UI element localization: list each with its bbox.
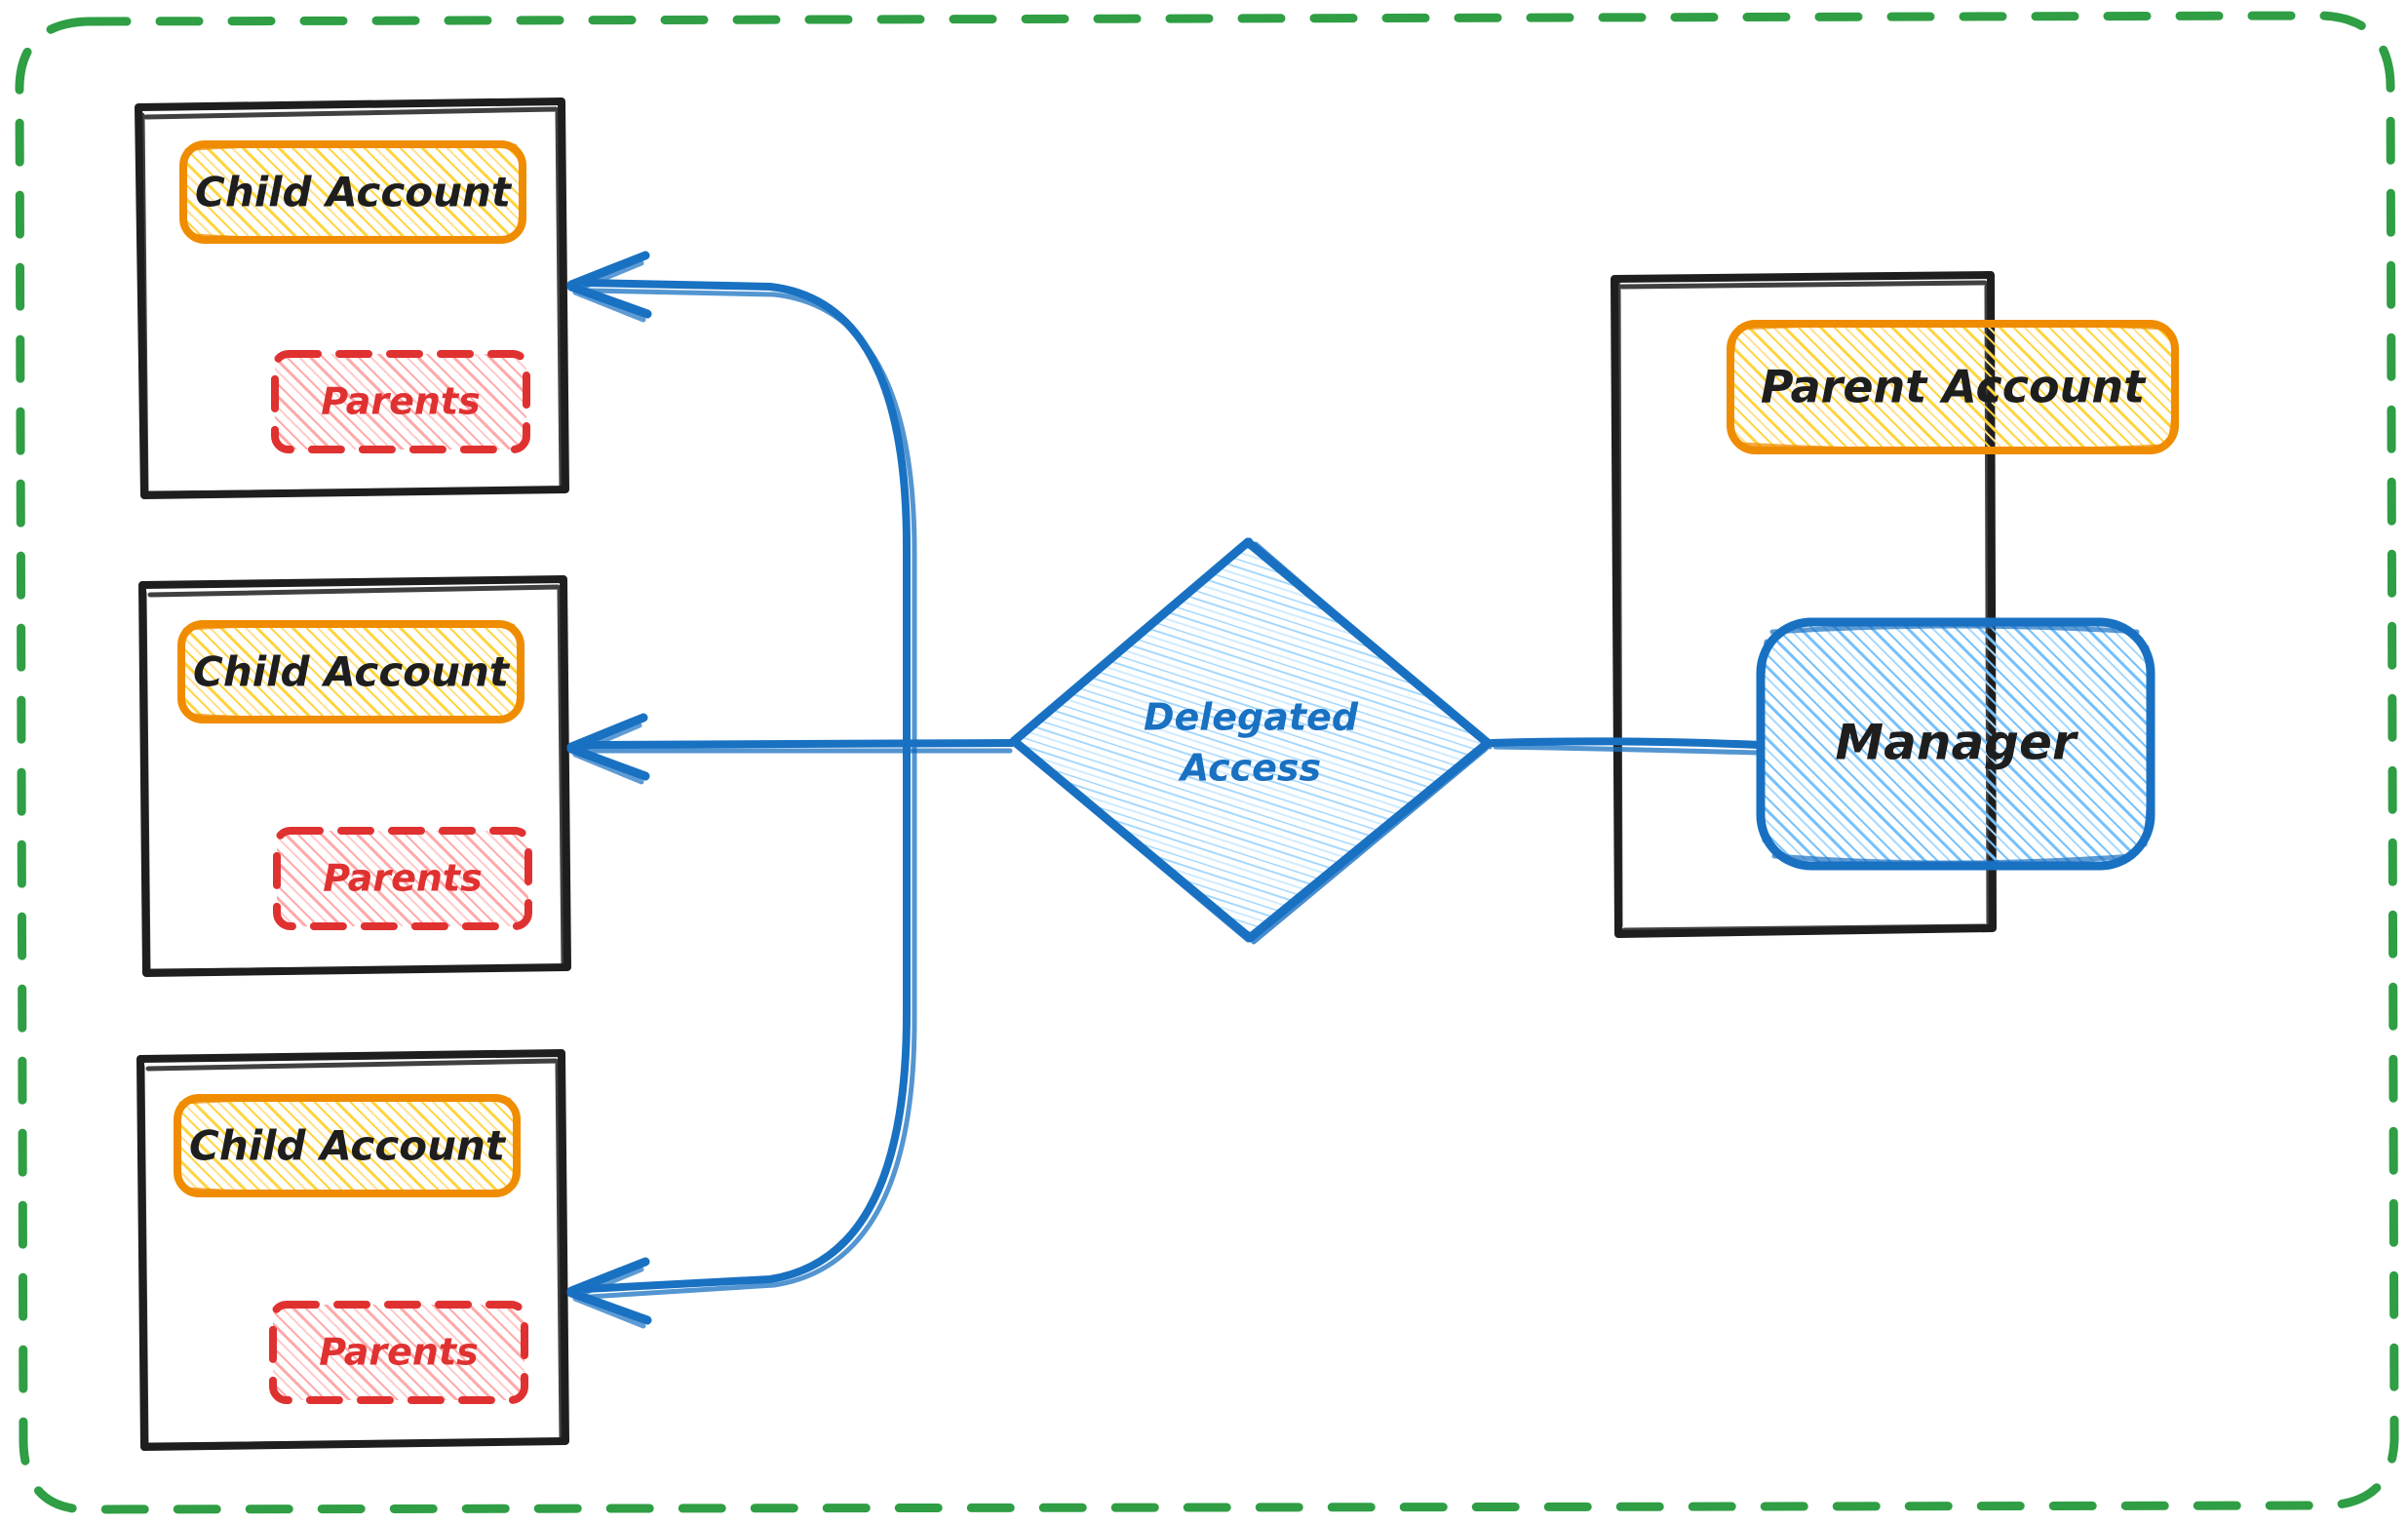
parents-3-label: Parents [319, 1331, 478, 1374]
child-2-account-label: Child Account [193, 648, 511, 696]
parent-account-chip[interactable]: Parent Account [1727, 320, 2179, 454]
child-1-account-label: Child Account [195, 169, 513, 216]
delegated-access-label-line2: Access [1178, 747, 1321, 790]
parent-account-container[interactable]: Parent Account Manager [1611, 271, 2179, 938]
child-account-container-2[interactable]: Child Account Parents [138, 575, 571, 977]
parents-2-chip-bg [273, 827, 532, 930]
arrowhead-child-3 [566, 1257, 652, 1325]
child-3-frame-sketch [139, 1058, 564, 1448]
child-account-chip-1[interactable]: Child Account [179, 139, 526, 245]
child-account-chip-2[interactable]: Child Account [177, 619, 524, 724]
arrowhead-child-1 [566, 251, 652, 319]
child-3-chip-sketch [174, 1093, 521, 1198]
parents-1-chip-bg [271, 350, 530, 453]
delegated-access-diamond-sketch [1013, 537, 1493, 945]
connector-delegated-access-to-child-3 [566, 743, 917, 1329]
child-1-chip-sketch [179, 139, 526, 245]
connector-delegated-access-to-child-1 [566, 251, 917, 754]
arrowhead-child-2 [566, 713, 650, 781]
parent-container-frame-sketch [1615, 280, 1992, 933]
child-1-frame-sketch [139, 106, 564, 496]
delegated-access-node[interactable]: Delegated Access [1009, 537, 1493, 945]
parents-2-label: Parents [323, 857, 482, 900]
child-account-container-3[interactable]: Child Account Parents [136, 1049, 569, 1451]
child-3-account-label: Child Account [189, 1122, 507, 1170]
parent-account-chip-sketch [1727, 320, 2179, 454]
child-account-chip-3[interactable]: Child Account [174, 1093, 521, 1198]
delegated-access-label-line1: Delegated [1144, 696, 1359, 739]
child-2-chip-sketch [177, 619, 524, 724]
delegated-access-diamond [1009, 537, 1493, 943]
parents-chip-1[interactable]: Parents [271, 350, 530, 453]
outer-boundary [15, 11, 2399, 1514]
parents-3-chip-bg [269, 1301, 528, 1404]
parents-1-label: Parents [321, 380, 480, 423]
child-2-frame-sketch [141, 584, 566, 974]
manager-chip-sketch [1756, 623, 2156, 866]
connector-delegated-access-to-child-2 [566, 713, 1016, 785]
parent-account-label: Parent Account [1761, 361, 2147, 413]
child-account-container-1[interactable]: Child Account Parents [135, 98, 569, 499]
manager-chip[interactable]: Manager [1756, 617, 2156, 871]
connector-manager-to-delegated-access [1488, 737, 1765, 756]
manager-label: Manager [1835, 715, 2079, 771]
parents-chip-2[interactable]: Parents [273, 827, 532, 930]
parents-chip-3[interactable]: Parents [269, 1301, 528, 1404]
